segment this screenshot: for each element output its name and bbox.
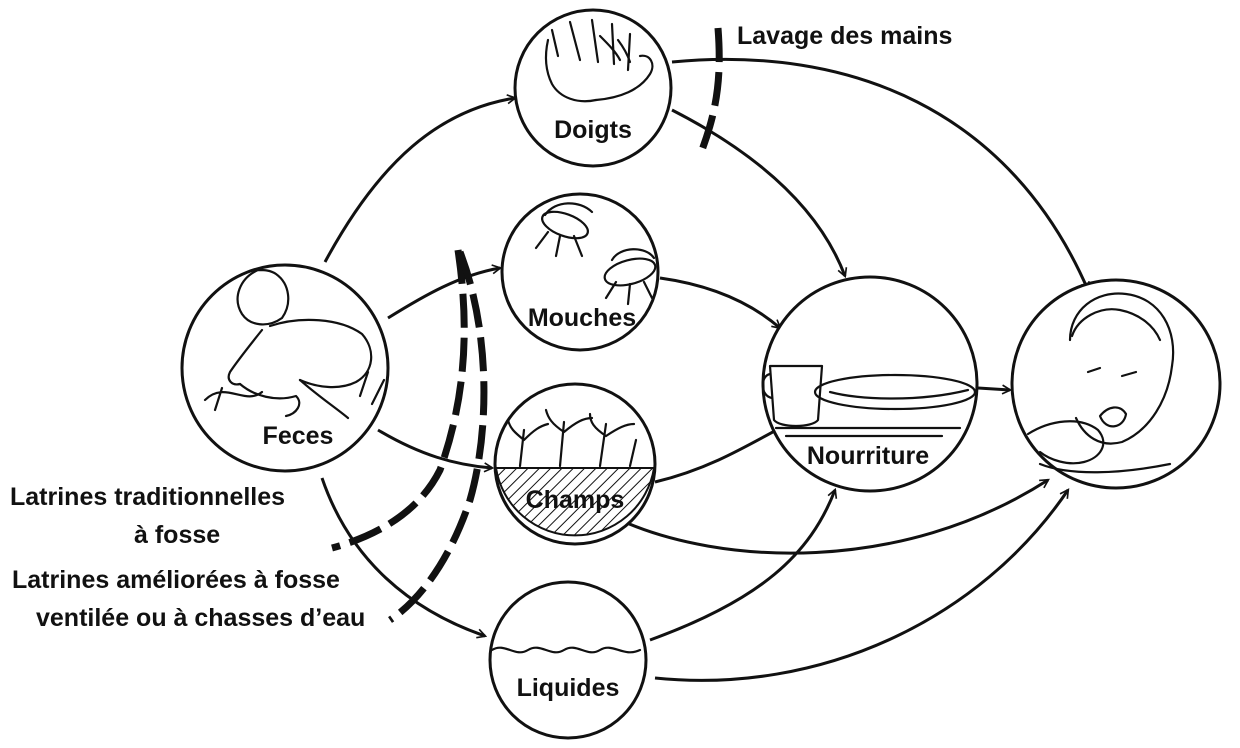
node-doigts-label: Doigts xyxy=(554,116,632,144)
barrier-label-handwashing: Lavage des mains xyxy=(737,22,952,50)
barriers xyxy=(331,27,723,623)
hand-icon xyxy=(544,18,654,103)
water-icon xyxy=(490,646,642,654)
node-liquides-label: Liquides xyxy=(517,674,620,702)
node-champs: Champs xyxy=(493,382,657,546)
node-feces-label: Feces xyxy=(263,422,334,450)
path-feces-liquides xyxy=(320,477,485,636)
barrier-traditional-latrines xyxy=(331,249,468,552)
food-plate-icon xyxy=(761,364,977,438)
path-doigts-nourriture xyxy=(671,108,845,276)
path-liquides-nourriture xyxy=(649,490,835,642)
barrier-label-improved-2: ventilée ou à chasses d’eau xyxy=(36,604,365,632)
node-nourriture-label: Nourriture xyxy=(807,442,929,470)
node-champs-label: Champs xyxy=(526,486,625,514)
path-mouches-nourriture xyxy=(659,276,780,328)
crops-icon xyxy=(506,408,638,468)
barrier-handwashing xyxy=(698,27,723,152)
path-doigts-person xyxy=(671,57,1088,290)
person-eating-icon xyxy=(1026,292,1175,474)
node-liquides: Liquides xyxy=(488,580,648,740)
path-liquides-person xyxy=(654,490,1068,682)
barrier-label-traditional-2: à fosse xyxy=(134,521,220,549)
path-nourriture-person xyxy=(977,388,1010,390)
soil-hatch xyxy=(494,467,656,537)
path-feces-doigts xyxy=(323,98,515,263)
path-feces-mouches xyxy=(387,268,500,320)
barrier-improved-latrines xyxy=(388,250,488,623)
path-feces-champs xyxy=(377,428,492,468)
transmission-paths xyxy=(320,57,1088,682)
path-champs-person xyxy=(619,478,1048,555)
node-doigts: Doigts xyxy=(513,8,673,168)
person-defecating-icon xyxy=(203,268,386,420)
fly-icon xyxy=(534,202,657,306)
barrier-label-traditional-1: Latrines traditionnelles xyxy=(10,483,285,511)
node-person xyxy=(1010,278,1222,490)
barrier-label-improved-1: Latrines améliorées à fosse xyxy=(12,566,340,594)
node-feces: Feces xyxy=(180,263,390,473)
node-nourriture: Nourriture xyxy=(761,275,979,493)
path-champs-nourriture xyxy=(654,426,780,484)
node-mouches-label: Mouches xyxy=(528,304,636,332)
node-mouches: Mouches xyxy=(500,192,660,352)
